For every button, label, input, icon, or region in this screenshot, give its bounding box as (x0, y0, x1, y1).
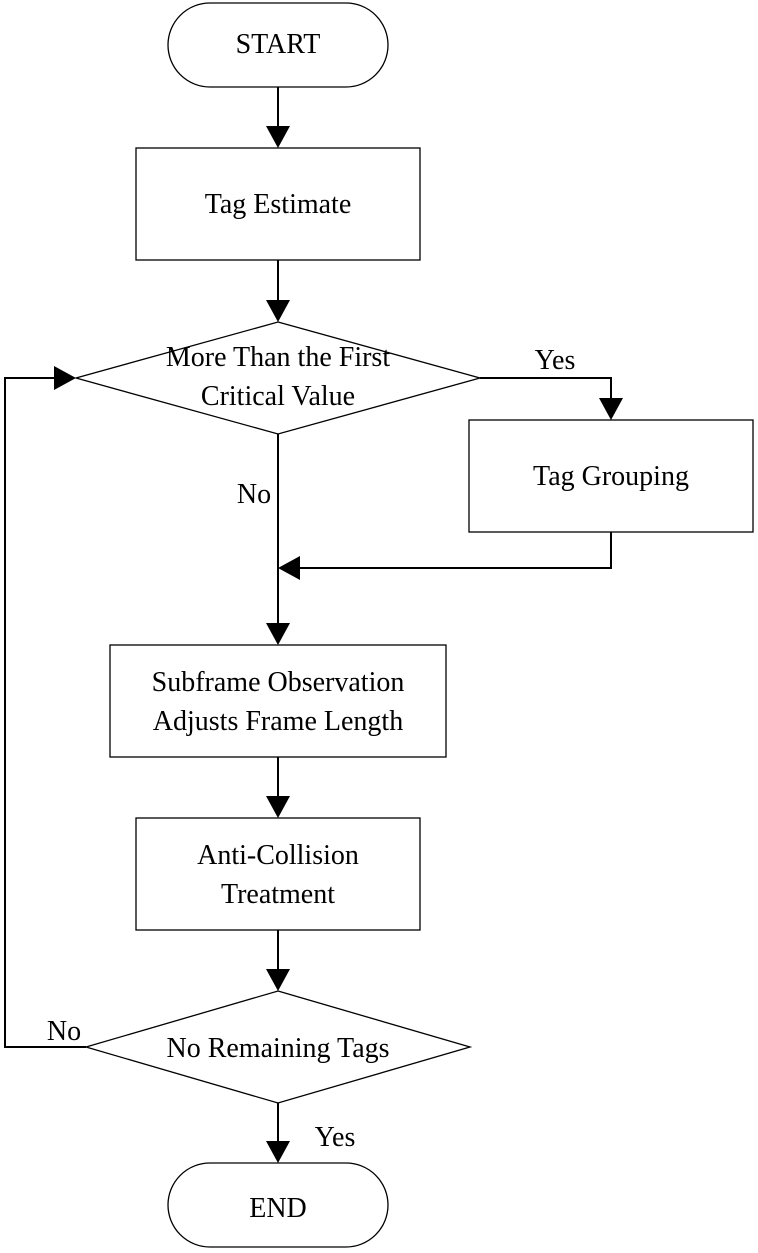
tag-estimate-node: Tag Estimate (135, 147, 421, 261)
arrow-subframe-to-anticollision (266, 757, 290, 818)
remaining-decision-label: No Remaining Tags (166, 1033, 389, 1064)
subframe-observation-node: Subframe Observation Adjusts Frame Lengt… (109, 644, 447, 758)
end-label: END (249, 1193, 307, 1224)
subframe-observation-label-line-1: Subframe Observation (152, 667, 405, 698)
tag-estimate-box (135, 147, 421, 261)
arrowhead (54, 366, 76, 390)
tag-estimate-label: Tag Estimate (205, 189, 352, 220)
threshold-decision-diamond (73, 321, 483, 435)
arrowhead (266, 796, 290, 818)
arrowhead (266, 126, 290, 148)
arrowhead (266, 969, 290, 991)
arrow-anticollision-to-remaining (266, 930, 290, 991)
arrow-estimate-to-threshold (266, 260, 290, 322)
end-node: END (167, 1162, 389, 1248)
arrow-threshold-yes-to-grouping (480, 377, 623, 420)
anti-collision-box (135, 817, 421, 931)
arrow-grouping-to-merge (278, 532, 612, 580)
anti-collision-label-line-1: Anti-Collision (197, 840, 359, 871)
arrowhead (266, 623, 290, 645)
anti-collision-node: Anti-Collision Treatment (135, 817, 421, 931)
threshold-yes-label: Yes (535, 345, 576, 376)
threshold-decision-label-line-2: Critical Value (201, 381, 355, 412)
remaining-yes-label: Yes (315, 1122, 356, 1153)
arrow-remaining-yes-to-end (266, 1103, 290, 1163)
threshold-decision-node: More Than the First Critical Value (73, 321, 483, 435)
subframe-observation-box (109, 644, 447, 758)
arrow-remaining-no-loop (4, 366, 86, 1048)
arrowhead (278, 556, 300, 580)
start-label: START (236, 29, 321, 60)
tag-grouping-label: Tag Grouping (533, 461, 689, 492)
threshold-decision-label-line-1: More Than the First (166, 342, 390, 373)
subframe-observation-label-line-2: Adjusts Frame Length (153, 706, 403, 737)
threshold-no-label: No (237, 479, 271, 510)
arrow-start-to-estimate (266, 87, 290, 148)
anti-collision-label-line-2: Treatment (221, 879, 335, 910)
arrowhead (266, 1141, 290, 1163)
start-node: START (167, 2, 389, 88)
tag-grouping-node: Tag Grouping (468, 419, 754, 533)
remaining-no-label: No (47, 1016, 81, 1047)
arrowhead (599, 398, 623, 420)
remaining-decision-node: No Remaining Tags (83, 990, 473, 1104)
arrow-threshold-no-to-subframe (266, 434, 290, 645)
arrowhead (266, 300, 290, 322)
